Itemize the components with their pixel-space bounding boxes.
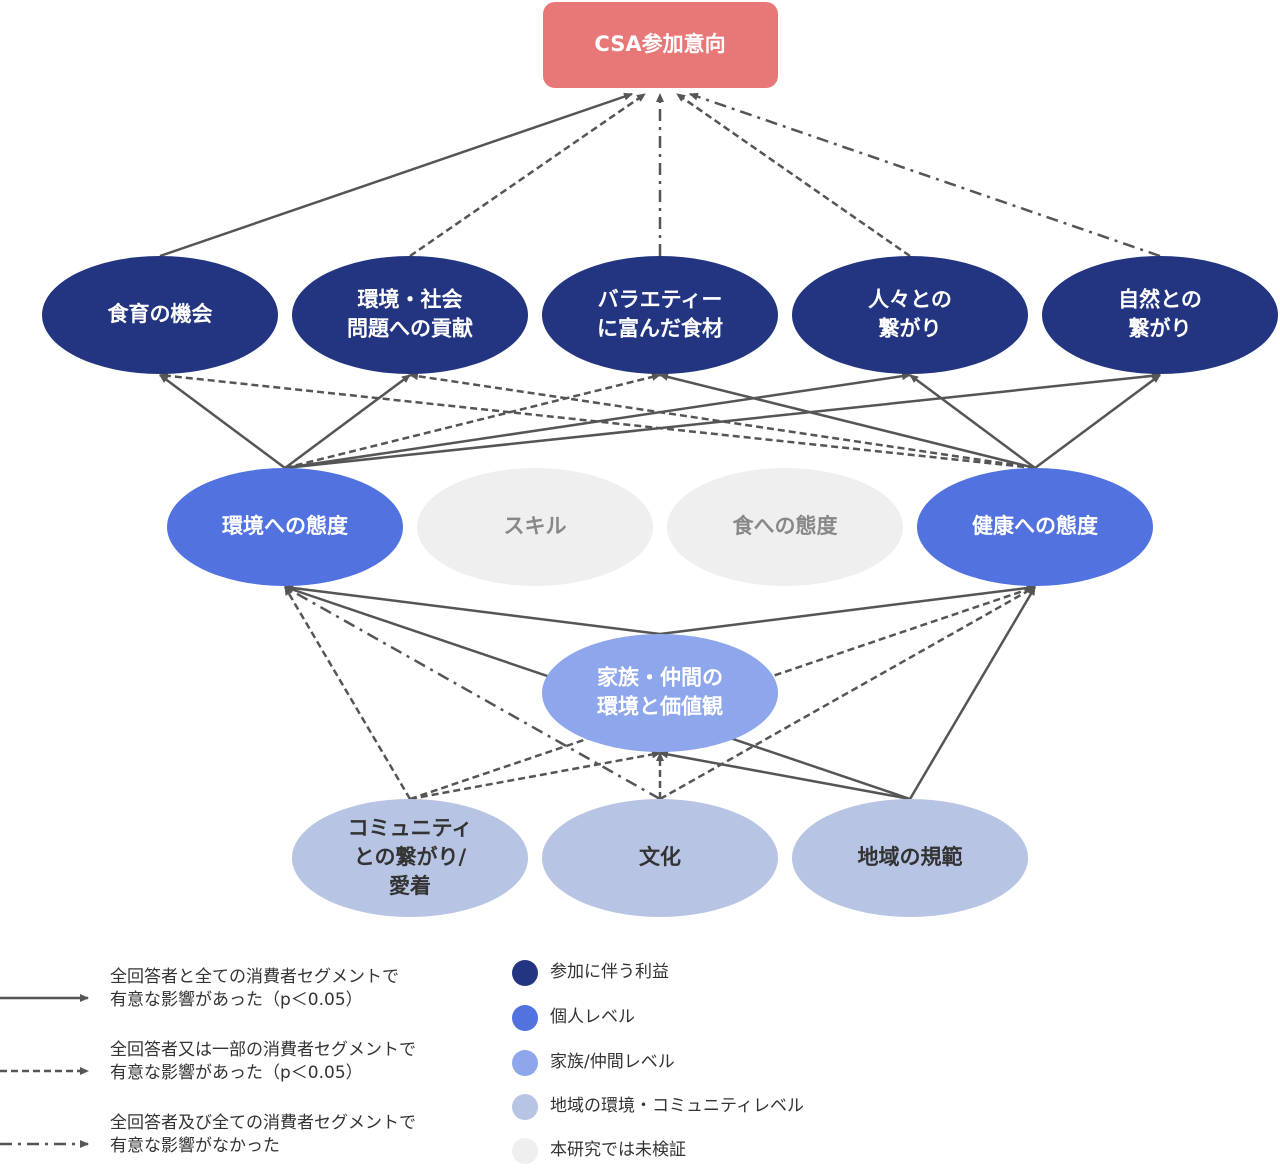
- node-label: 自然との: [1118, 288, 1202, 312]
- node-label: 繋がり: [1129, 317, 1192, 341]
- node-label: 文化: [639, 845, 681, 869]
- legend-edge-text: 全回答者と全ての消費者セグメントで: [110, 967, 399, 987]
- node-skill: スキル: [417, 468, 653, 586]
- node-ellipse: [542, 799, 778, 917]
- node-ellipse: [792, 799, 1028, 917]
- edge-culture-to-env_attitude: [284, 585, 661, 801]
- edge-community-to-family: [409, 750, 661, 801]
- legend-edge-dashdot: 全回答者及び全ての消費者セグメントで有意な影響がなかった: [110, 1112, 416, 1158]
- node-food-edu: 食育の機会: [42, 256, 278, 374]
- node-label: に富んだ食材: [597, 317, 723, 341]
- node-culture: 文化: [542, 799, 778, 917]
- edge-health_attitude-to-variety: [659, 373, 1036, 470]
- csa-title-box: CSA参加意向: [543, 2, 778, 88]
- node-food-attitude: 食への態度: [667, 468, 903, 586]
- node-health-attitude: 健康への態度: [917, 468, 1153, 586]
- node-ellipse: [542, 634, 778, 752]
- node-label: 人々との: [868, 288, 952, 312]
- node-label: 健康への態度: [972, 514, 1098, 538]
- edge-env_social-to-csa: [409, 92, 646, 258]
- edge-people-to-csa: [676, 92, 911, 258]
- node-ellipse: [292, 799, 528, 917]
- edge-health_attitude-to-env_social: [409, 372, 1036, 470]
- edge-health_attitude-to-people: [909, 373, 1036, 470]
- edge-health_attitude-to-food_edu: [159, 371, 1036, 470]
- legend-individual-swatch: [512, 1005, 538, 1031]
- edge-env_attitude-to-nature: [284, 371, 1161, 470]
- legend-family-label: 家族/仲間レベル: [550, 1052, 675, 1072]
- node-ellipse: [542, 256, 778, 374]
- edge-family-to-env_attitude: [284, 584, 661, 636]
- legend-benefit-swatch: [512, 960, 538, 986]
- legend-edge-text: 有意な影響がなかった: [110, 1136, 280, 1156]
- legend-community-swatch: [512, 1094, 538, 1120]
- legend-family-swatch: [512, 1050, 538, 1076]
- edge-community-to-env_attitude: [283, 586, 412, 800]
- node-env-attitude: 環境への態度: [167, 468, 403, 586]
- legend-edge-dashed: 全回答者又は一部の消費者セグメントで有意な影響があった（p＜0.05）: [110, 1039, 416, 1085]
- node-label: 地域の規範: [858, 845, 963, 869]
- legend-individual-label: 個人レベル: [550, 1007, 635, 1027]
- edge-env_attitude-to-food_edu: [159, 373, 286, 470]
- nodes-layer: CSA参加意向 食育の機会環境・社会問題への貢献バラエティーに富んだ食材人々との…: [42, 2, 1278, 917]
- node-label: コミュニティ: [348, 816, 473, 840]
- edge-nature-to-csa: [689, 92, 1161, 258]
- legend-community-label: 地域の環境・コミュニティレベル: [550, 1096, 804, 1116]
- edge-norms-to-health_attitude: [908, 586, 1037, 800]
- node-label: バラエティー: [598, 288, 723, 312]
- node-norms: 地域の規範: [792, 799, 1028, 917]
- edge-env_attitude-to-env_social: [284, 373, 411, 470]
- node-label: 家族・仲間の: [597, 666, 723, 690]
- node-ellipse: [792, 256, 1028, 374]
- node-ellipse: [1042, 256, 1278, 374]
- csa-title: CSA参加意向: [594, 32, 725, 56]
- node-label: 繋がり: [879, 317, 942, 341]
- node-label: 食への態度: [733, 514, 838, 538]
- edge-norms-to-family: [659, 750, 911, 801]
- legend-edge-solid: 全回答者と全ての消費者セグメントで有意な影響があった（p＜0.05）: [110, 966, 399, 1012]
- node-label: との繋がり/: [354, 845, 467, 869]
- legend-untested-label: 本研究では未検証: [550, 1140, 686, 1160]
- node-ellipse: [917, 468, 1153, 586]
- node-label: 環境への態度: [222, 514, 348, 538]
- node-ellipse: [167, 468, 403, 586]
- node-label: 問題への貢献: [347, 317, 473, 341]
- legend-benefit-label: 参加に伴う利益: [550, 962, 669, 982]
- legend-edge-text: 有意な影響があった（p＜0.05）: [110, 990, 363, 1010]
- node-ellipse: [42, 256, 278, 374]
- node-ellipse: [667, 468, 903, 586]
- legend-edge-text: 全回答者又は一部の消費者セグメントで: [110, 1040, 416, 1060]
- legend-edge-text: 有意な影響があった（p＜0.05）: [110, 1063, 363, 1083]
- node-label: スキル: [504, 514, 567, 538]
- node-ellipse: [292, 256, 528, 374]
- node-label: 環境と価値観: [597, 695, 723, 719]
- edge-food_edu-to-csa: [159, 92, 633, 258]
- edge-env_attitude-to-people: [284, 372, 911, 470]
- legend-edge-text: 全回答者及び全ての消費者セグメントで: [110, 1113, 416, 1133]
- node-label: 愛着: [389, 874, 431, 898]
- legend-untested-swatch: [512, 1138, 538, 1164]
- edge-family-to-health_attitude: [659, 584, 1036, 636]
- node-label: 環境・社会: [358, 288, 463, 312]
- node-label: 食育の機会: [108, 302, 213, 326]
- edge-health_attitude-to-nature: [1034, 373, 1161, 470]
- edge-env_attitude-to-variety: [284, 373, 661, 470]
- node-ellipse: [417, 468, 653, 586]
